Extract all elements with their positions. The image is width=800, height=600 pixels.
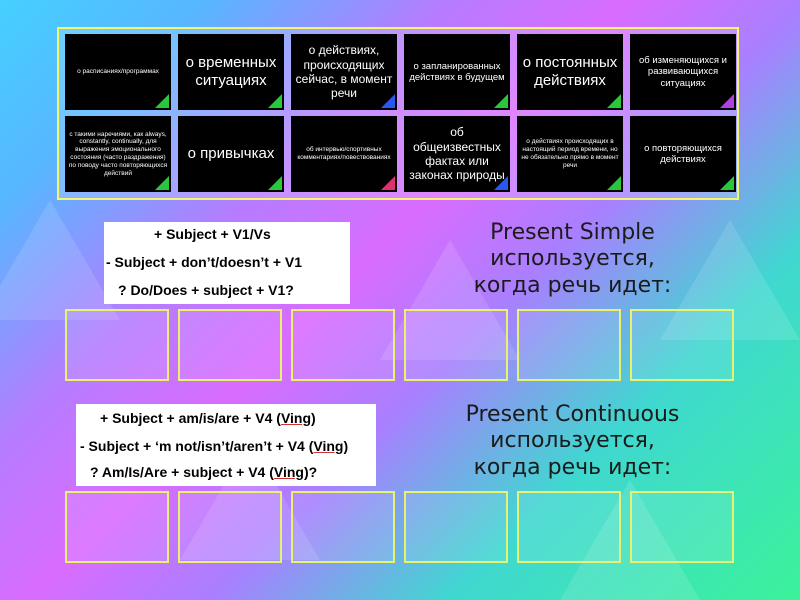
answer-card[interactable]: с такими наречиями, как always, constant…: [65, 116, 171, 192]
drop-slot-continuous-2[interactable]: [178, 491, 282, 563]
answer-card[interactable]: о действиях, происходящих сейчас, в моме…: [291, 34, 397, 110]
formula-text: Ving: [313, 438, 344, 454]
drop-slot-continuous-4[interactable]: [404, 491, 508, 563]
formula-affirmative: + Subject + am/is/are + V4 (Ving): [100, 410, 316, 426]
drop-slot-simple-1[interactable]: [65, 309, 169, 381]
formula-text: )?: [303, 464, 318, 480]
corner-triangle-icon: [381, 176, 395, 190]
formula-text: ): [311, 410, 316, 426]
corner-triangle-icon: [155, 176, 169, 190]
heading-line: когда речь идет:: [473, 272, 672, 298]
present-simple-heading: Present Simple используется, когда речь …: [455, 220, 690, 299]
answer-card-label: о привычках: [187, 145, 275, 162]
answer-card[interactable]: о временных ситуациях: [178, 34, 284, 110]
answer-card[interactable]: об общеизвестных фактах или законах прир…: [404, 116, 510, 192]
drop-slot-simple-4[interactable]: [404, 309, 508, 381]
corner-triangle-icon: [494, 94, 508, 108]
answer-card-label: о повторяющихся действиях: [644, 142, 722, 165]
corner-triangle-icon: [607, 94, 621, 108]
drop-slot-continuous-6[interactable]: [630, 491, 734, 563]
drop-slot-simple-6[interactable]: [630, 309, 734, 381]
answer-card[interactable]: о постоянных действиях: [517, 34, 623, 110]
answer-card-label: о временных ситуациях: [185, 54, 277, 89]
answer-card-label: о расписаниях/программах: [77, 68, 159, 76]
heading-line: Present Simple: [490, 220, 655, 245]
formula-question: ? Do/Does + subject + V1?: [118, 282, 294, 298]
formula-text: ? Am/Is/Are + subject + V4 (: [90, 464, 274, 480]
present-continuous-heading: Present Continuous используется, когда р…: [430, 402, 715, 481]
answer-card[interactable]: о повторяющихся действиях: [630, 116, 736, 192]
answer-card-label: о постоянных действиях: [522, 54, 618, 89]
present-simple-formula: + Subject + V1/Vs - Subject + don’t/does…: [104, 222, 350, 304]
background-shape: [380, 240, 520, 360]
corner-triangle-icon: [494, 176, 508, 190]
corner-triangle-icon: [381, 94, 395, 108]
drop-slot-continuous-1[interactable]: [65, 491, 169, 563]
answer-card-label: об изменяющихся и развивающихся ситуация…: [639, 54, 727, 89]
corner-triangle-icon: [720, 176, 734, 190]
formula-text: - Subject + ‘m not/isn’t/aren’t + V4 (: [80, 438, 314, 454]
formula-question: ? Am/Is/Are + subject + V4 (Ving)?: [90, 464, 317, 480]
formula-text: Ving: [280, 410, 312, 426]
answer-card-label: об общеизвестных фактах или законах прир…: [409, 125, 505, 183]
answer-card[interactable]: о действиях происходящих в настоящий пер…: [517, 116, 623, 192]
formula-text: Ving: [273, 464, 304, 480]
corner-triangle-icon: [268, 176, 282, 190]
drop-slot-simple-2[interactable]: [178, 309, 282, 381]
drop-slot-continuous-3[interactable]: [291, 491, 395, 563]
drop-slot-continuous-5[interactable]: [517, 491, 621, 563]
answer-card[interactable]: об изменяющихся и развивающихся ситуация…: [630, 34, 736, 110]
formula-text: ): [343, 438, 349, 454]
drop-slot-simple-5[interactable]: [517, 309, 621, 381]
drop-slot-simple-3[interactable]: [291, 309, 395, 381]
heading-line: используется,: [490, 246, 655, 272]
answer-card[interactable]: о привычках: [178, 116, 284, 192]
answer-card-label: о действиях, происходящих сейчас, в моме…: [295, 43, 393, 101]
answer-card[interactable]: о запланированных действиях в будущем: [404, 34, 510, 110]
formula-affirmative: + Subject + V1/Vs: [154, 226, 271, 242]
heading-line: когда речь идет:: [473, 454, 672, 480]
answer-card-label: об интервью/спортивных комментариях/пове…: [297, 146, 391, 161]
present-continuous-formula: + Subject + am/is/are + V4 (Ving) - Subj…: [76, 404, 376, 486]
formula-negative: - Subject + ‘m not/isn’t/aren’t + V4 (Vi…: [80, 438, 348, 454]
formula-text: + Subject + am/is/are + V4 (: [100, 410, 281, 426]
heading-line: Present Continuous: [465, 402, 680, 427]
corner-triangle-icon: [720, 94, 734, 108]
answer-card-label: с такими наречиями, как always, constant…: [68, 130, 168, 177]
corner-triangle-icon: [155, 94, 169, 108]
answer-card-label: о запланированных действиях в будущем: [409, 60, 505, 83]
corner-triangle-icon: [607, 176, 621, 190]
heading-line: используется,: [490, 428, 655, 454]
background-shape: [660, 220, 800, 340]
corner-triangle-icon: [268, 94, 282, 108]
answer-card-label: о действиях происходящих в настоящий пер…: [521, 138, 619, 169]
background-shape: [0, 200, 120, 320]
answer-card[interactable]: о расписаниях/программах: [65, 34, 171, 110]
answer-card[interactable]: об интервью/спортивных комментариях/пове…: [291, 116, 397, 192]
formula-negative: - Subject + don’t/doesn’t + V1: [106, 254, 303, 270]
